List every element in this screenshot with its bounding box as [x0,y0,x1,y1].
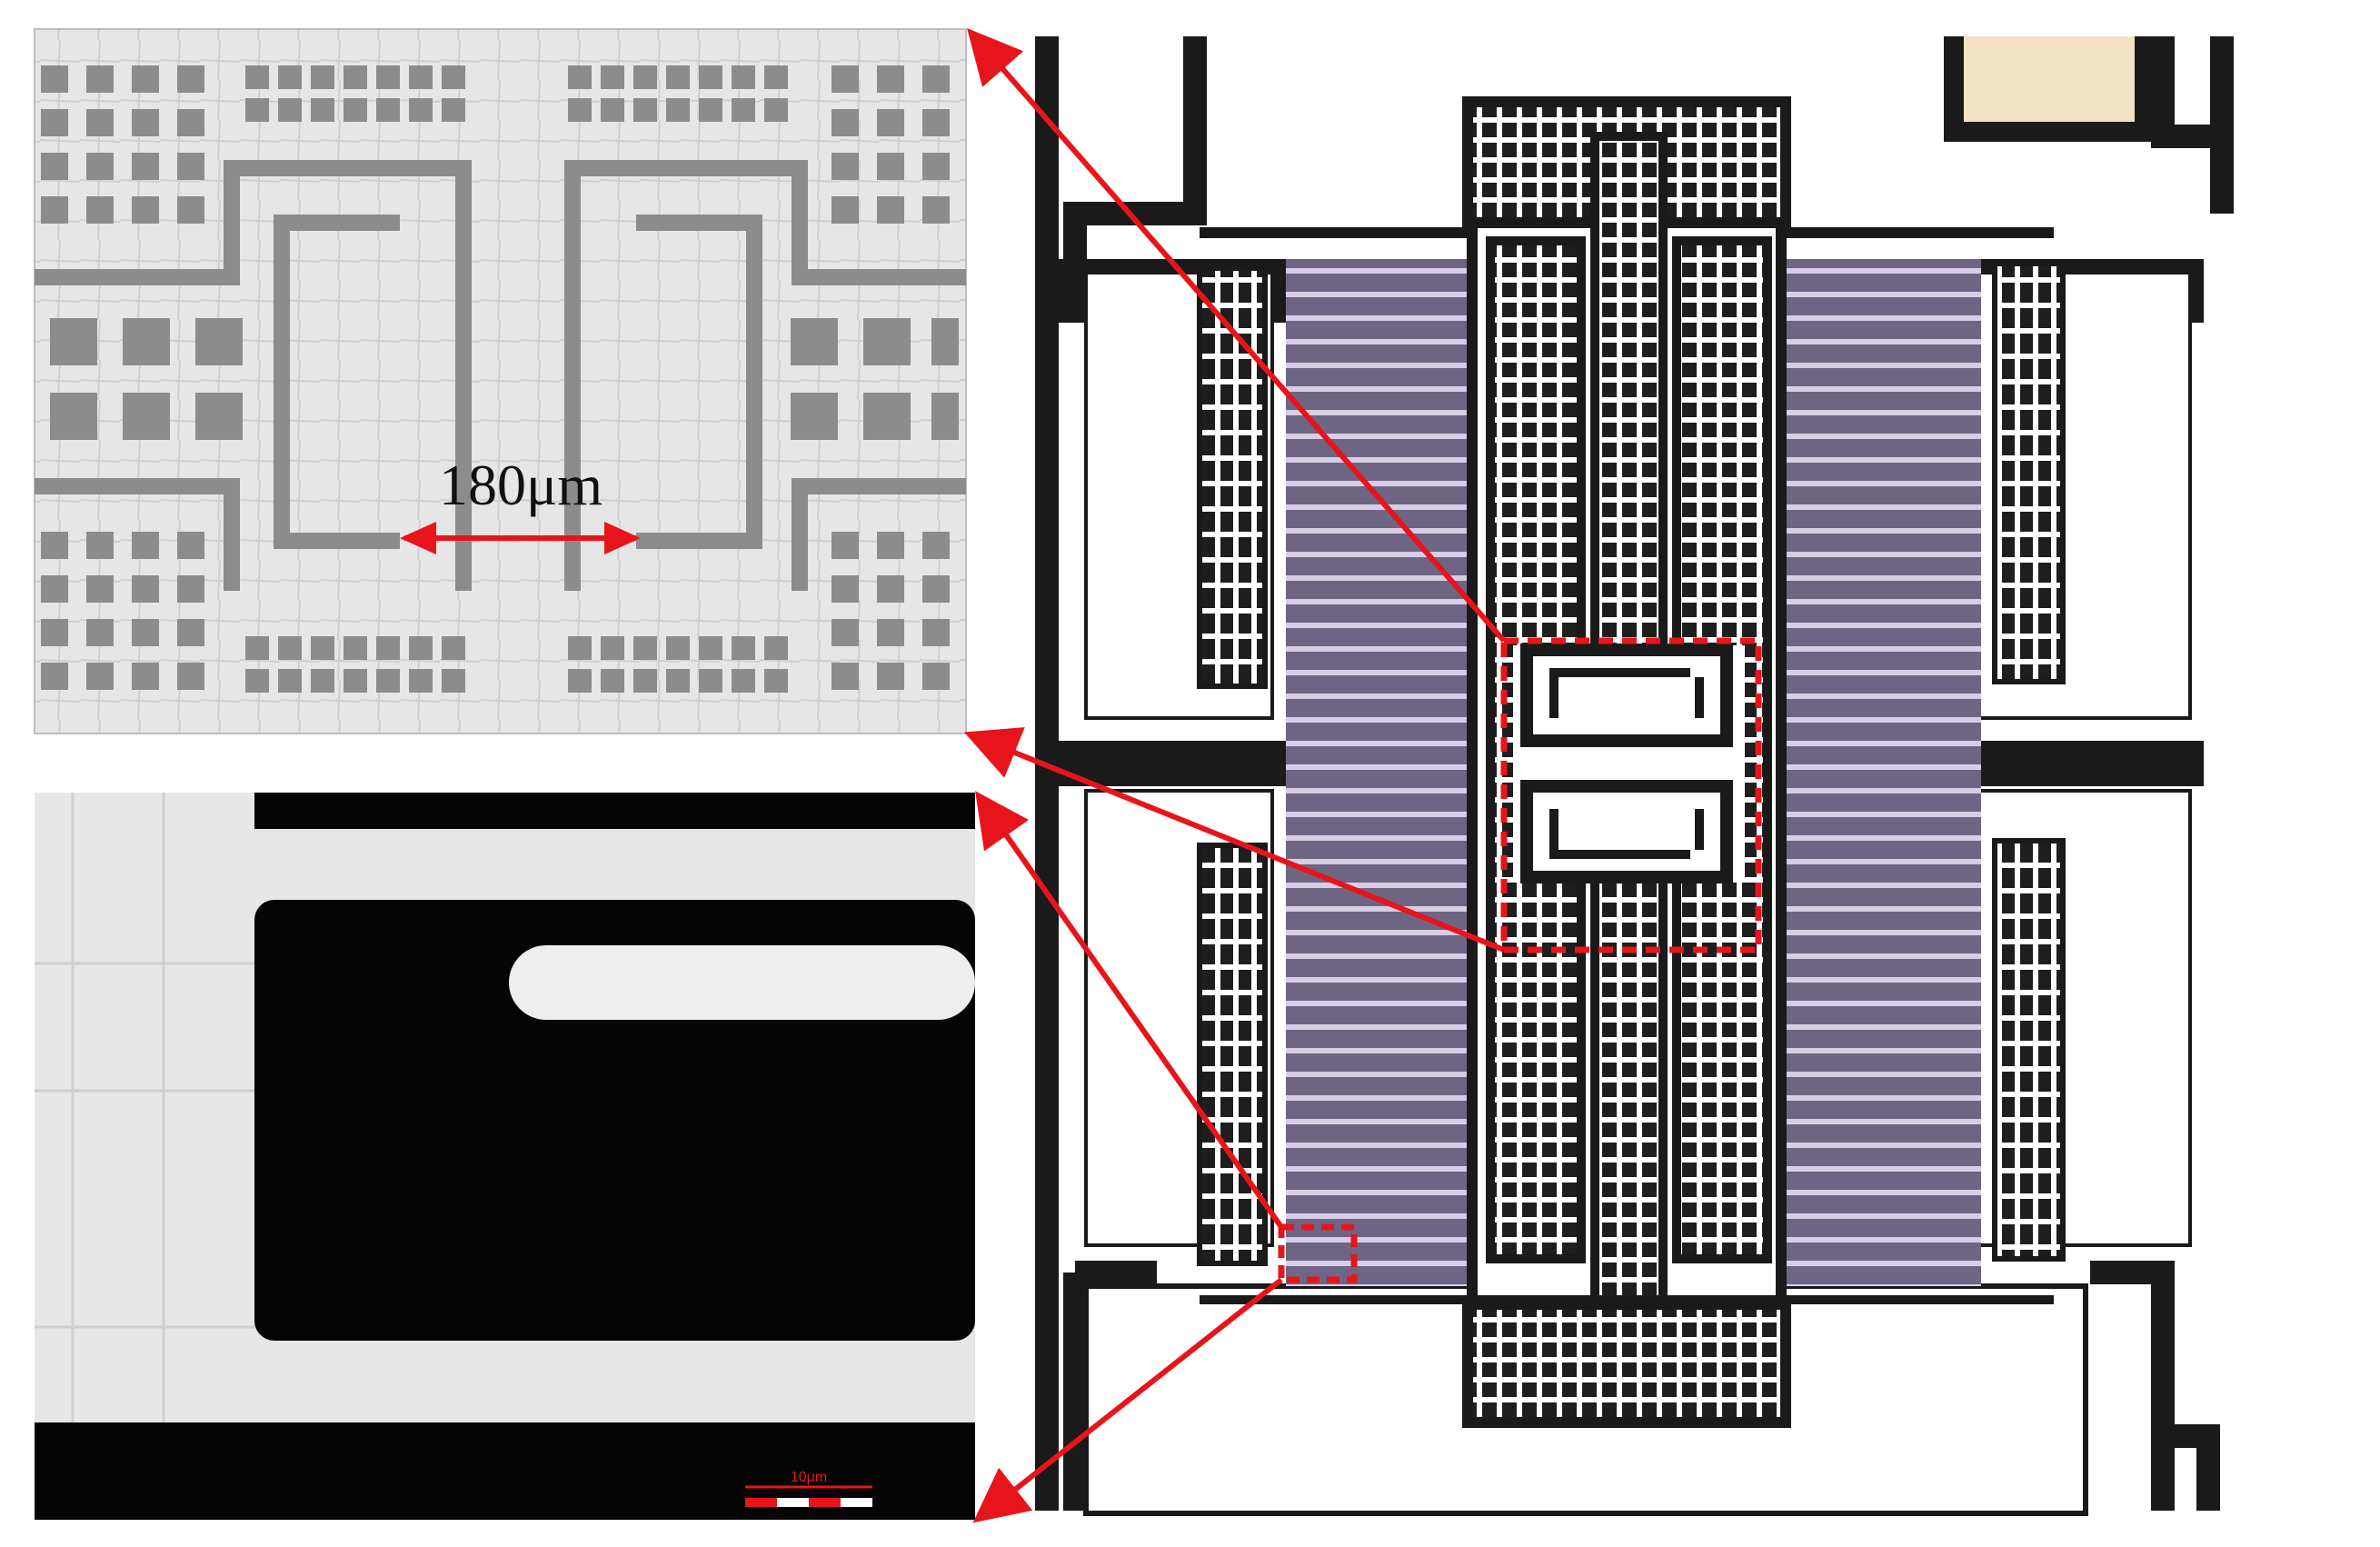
bond-pad [1944,36,2155,142]
highlight-box-spring [1500,637,1762,953]
gap-dimension-label: 180μm [439,453,602,517]
scale-bar-label: 10μm [791,1470,827,1485]
callout-arrows [963,27,1507,1523]
scale-bar-red-segment [745,1498,777,1507]
electrode-comb-right [1992,261,2066,684]
top-zoom-panel: 180μm [34,28,967,734]
callout-arrow-top-start [967,27,1507,643]
outer-frame [1035,36,2234,1511]
device-overview-panel [1018,29,2380,1520]
bottom-zoom-panel: 10μm [35,793,975,1520]
comb-fingers-left [1286,259,1490,1286]
callout-arrow-bottom-start [975,791,1284,1229]
spring-region [1513,645,1745,882]
top-panel-background [34,28,967,734]
folded-spring-inner [1549,668,1704,718]
folded-spring-lower [1520,780,1733,883]
bottom-spring-beam [1200,1295,2054,1304]
substrate-texture [35,793,975,1520]
spring-beams [35,160,966,591]
electrode-comb-left [1197,265,1268,689]
gap-arrow-left-icon [400,522,436,554]
scale-bar: 10μm [745,1470,872,1507]
highlight-box-finger [1278,1223,1358,1283]
interdigitated-finger [509,945,975,1020]
electrode-comb-left [1197,843,1268,1266]
callout-arrow-bottom-end [972,1277,1283,1523]
anchor-square-array [41,65,959,693]
comb-fingers-right [1777,259,1981,1286]
gap-arrow-right-icon [604,522,641,554]
folded-spring-inner [1549,809,1704,859]
electrode-comb-right [1992,838,2066,1262]
callout-arrow-top-end [963,727,1506,953]
proof-mass-bottom [1462,1299,1791,1428]
scale-bar-red-segment [809,1498,841,1507]
upper-comb-finger [254,793,975,829]
folded-spring-upper [1520,644,1733,747]
